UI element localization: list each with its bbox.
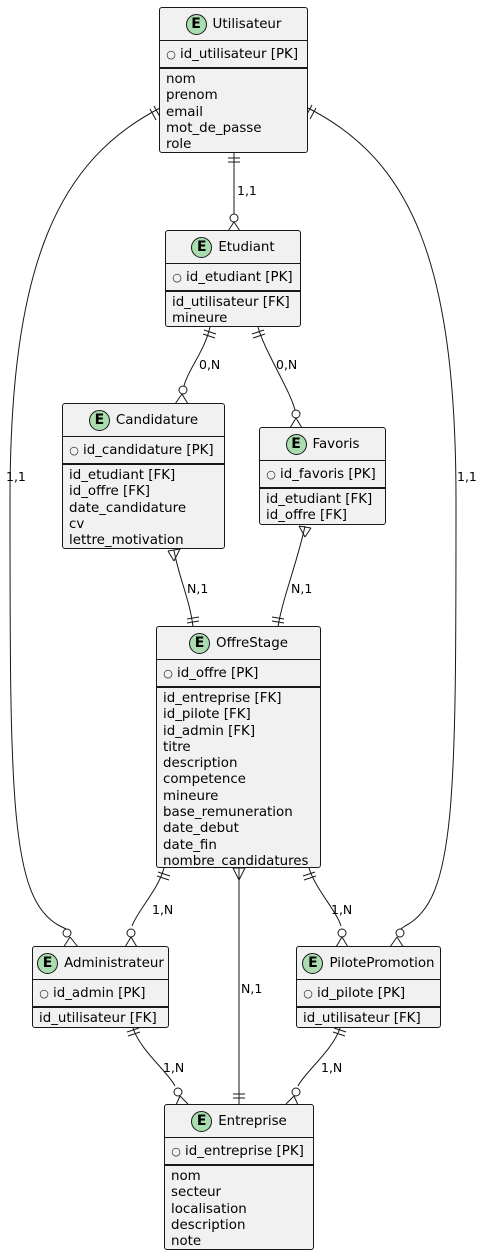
- entity-pilotepromotion[interactable]: E PilotePromotion ○ id_pilote [PK] id_util…: [296, 946, 441, 1028]
- entity-title: Etudiant: [218, 239, 275, 255]
- entity-offrestage[interactable]: E OffreStage ○ id_offre [PK] id_entreprise…: [156, 626, 321, 869]
- entity-badge-icon: E: [37, 952, 59, 974]
- cardinality-label: 1,1: [237, 183, 257, 198]
- entity-badge-icon: E: [285, 433, 307, 455]
- attribute: prenom: [166, 88, 218, 104]
- attribute: id_entreprise [FK]: [163, 691, 282, 706]
- primary-key: id_candidature [PK]: [83, 442, 214, 458]
- entity-administrateur[interactable]: E Administrateur ○ id_admin [PK] id_utilis…: [32, 946, 169, 1028]
- attribute: lettre_motivation: [69, 533, 184, 549]
- primary-key-icon: ○: [163, 666, 173, 680]
- entity-badge-icon: E: [191, 1110, 213, 1132]
- cardinality-label: 1,N: [163, 1060, 185, 1075]
- primary-key-icon: ○: [172, 270, 182, 284]
- attribute: localisation: [171, 1201, 247, 1217]
- primary-key: id_utilisateur [PK]: [180, 46, 299, 62]
- attribute: mineure: [172, 311, 228, 327]
- attribute: date_debut: [163, 821, 239, 837]
- entity-favoris[interactable]: E Favoris ○ id_favoris [PK] id_etudiant [F…: [259, 427, 386, 525]
- entity-badge-icon: E: [189, 632, 211, 654]
- attribute: id_utilisateur [FK]: [172, 295, 290, 310]
- cardinality-label: N,1: [187, 581, 209, 596]
- entity-entreprise[interactable]: E Entreprise ○ id_entreprise [PK] nom sect…: [164, 1104, 314, 1250]
- edge-utilisateur-etudiant: [227, 153, 241, 232]
- entity-title: PilotePromotion: [329, 955, 435, 971]
- attribute: id_pilote [FK]: [163, 707, 251, 723]
- attribute: id_offre [FK]: [266, 508, 347, 524]
- cardinality-label: 1,1: [457, 469, 477, 484]
- primary-key: id_pilote [PK]: [317, 985, 406, 1001]
- entity-badge-icon: E: [88, 409, 110, 431]
- cardinality-label: 1,N: [331, 902, 353, 917]
- attribute: id_etudiant [FK]: [69, 468, 176, 483]
- edge-candidature-offre: [167, 548, 200, 628]
- cardinality-label: 1,N: [152, 902, 174, 917]
- attribute: nom: [166, 72, 196, 87]
- edge-favoris-offre: [271, 525, 312, 628]
- cardinality-label: 1,1: [6, 469, 26, 484]
- edge-offre-administrateur: [124, 867, 171, 948]
- entity-candidature[interactable]: E Candidature ○ id_candidature [PK] id_etu…: [62, 403, 225, 549]
- attribute: cv: [69, 516, 85, 532]
- entity-etudiant[interactable]: E Etudiant ○ id_etudiant [PK] id_utilisate…: [165, 230, 301, 327]
- primary-key: id_etudiant [PK]: [186, 269, 293, 285]
- edge-etudiant-favoris: [251, 326, 303, 429]
- entity-title: Administrateur: [64, 955, 164, 971]
- attribute: id_utilisateur [FK]: [39, 1011, 157, 1026]
- attribute: date_fin: [163, 837, 217, 853]
- primary-key: id_admin [PK]: [53, 985, 146, 1001]
- entity-badge-icon: E: [185, 13, 207, 35]
- attribute: id_utilisateur [FK]: [303, 1011, 421, 1026]
- attribute: mot_de_passe: [166, 120, 262, 136]
- entity-title: Favoris: [312, 436, 360, 452]
- cardinality-label: 1,N: [321, 1060, 343, 1075]
- primary-key-icon: ○: [39, 986, 49, 1000]
- entity-badge-icon: E: [191, 236, 213, 258]
- attribute: id_admin [FK]: [163, 723, 256, 739]
- attribute: nombre_candidatures: [163, 853, 309, 869]
- primary-key-icon: ○: [266, 467, 276, 481]
- primary-key-icon: ○: [166, 47, 176, 61]
- attribute: mineure: [163, 788, 219, 804]
- cardinality-label: 0,N: [276, 357, 298, 372]
- primary-key: id_favoris [PK]: [280, 466, 376, 482]
- primary-key: id_offre [PK]: [177, 665, 259, 681]
- attribute: date_candidature: [69, 500, 187, 516]
- edge-offre-entreprise: [232, 867, 246, 1104]
- attribute: note: [171, 1234, 202, 1250]
- attribute: id_offre [FK]: [69, 484, 150, 500]
- entity-badge-icon: E: [302, 952, 324, 974]
- cardinality-label: N,1: [241, 981, 263, 996]
- primary-key: id_entreprise [PK]: [185, 1143, 304, 1159]
- attribute: id_etudiant [FK]: [266, 492, 373, 507]
- cardinality-label: 0,N: [199, 357, 221, 372]
- attribute: base_remuneration: [163, 805, 293, 821]
- edge-offre-pilote: [302, 867, 349, 948]
- entity-title: Entreprise: [218, 1113, 287, 1129]
- edge-administrateur-entreprise: [126, 1027, 189, 1106]
- edge-pilote-entreprise: [285, 1027, 347, 1106]
- attribute: description: [171, 1217, 246, 1233]
- primary-key-icon: ○: [171, 1144, 181, 1158]
- attribute: email: [166, 104, 203, 120]
- attribute: nom: [171, 1169, 201, 1184]
- attribute: competence: [163, 772, 246, 788]
- entity-title: Candidature: [115, 412, 199, 428]
- cardinality-label: N,1: [291, 581, 313, 596]
- attribute: secteur: [171, 1185, 222, 1201]
- edge-etudiant-candidature: [174, 326, 217, 405]
- attribute: role: [166, 137, 192, 153]
- attribute: description: [163, 756, 238, 772]
- primary-key-icon: ○: [303, 986, 313, 1000]
- primary-key-icon: ○: [69, 443, 79, 457]
- entity-utilisateur[interactable]: E Utilisateur ○ id_utilisateur [PK] nom pr…: [159, 7, 308, 153]
- entity-title: OffreStage: [216, 635, 288, 651]
- entity-title: Utilisateur: [212, 16, 282, 32]
- edge-utilisateur-administrateur: [9, 105, 161, 949]
- attribute: titre: [163, 739, 191, 755]
- edge-utilisateur-pilote: [305, 104, 457, 949]
